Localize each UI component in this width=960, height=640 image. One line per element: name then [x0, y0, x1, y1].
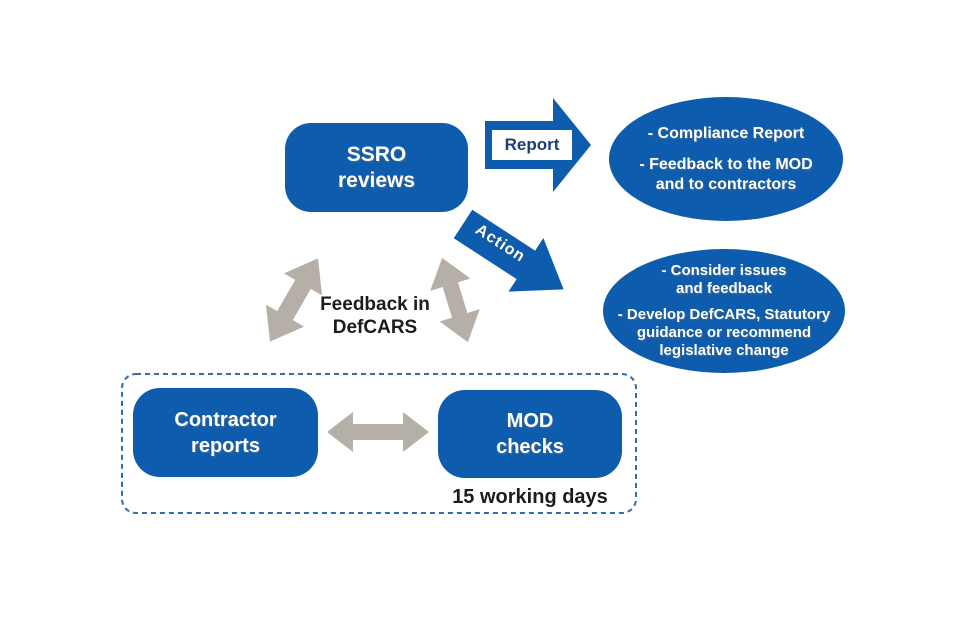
feedback-double-arrow-left-icon [265, 258, 323, 342]
ssro-reviews-node [285, 123, 468, 212]
feedback-double-arrow-right-icon [430, 257, 480, 343]
action-arrow-icon [453, 209, 564, 292]
mod-checks-node [438, 390, 622, 478]
reports-checks-double-arrow-icon [327, 412, 429, 452]
reporting-cycle-dashed-container [121, 373, 637, 514]
report-outputs-node [609, 97, 843, 221]
report-arrow-icon [485, 98, 591, 192]
contractor-reports-node [133, 388, 318, 477]
action-outputs-node [603, 249, 845, 373]
